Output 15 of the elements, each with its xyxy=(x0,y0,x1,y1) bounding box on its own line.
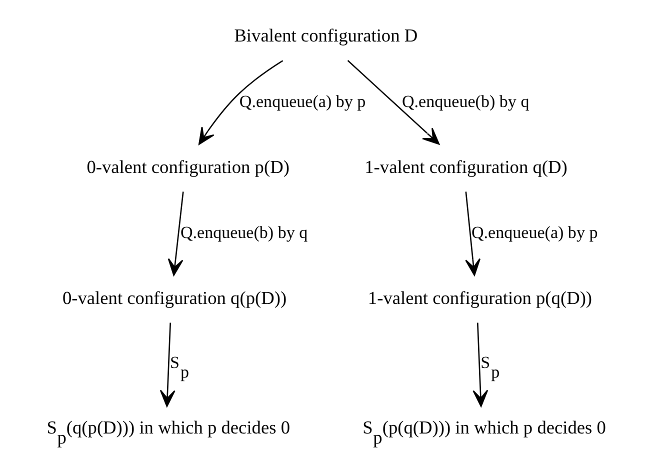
arrow xyxy=(472,322,488,407)
edge-label: Q.enqueue(a) by p xyxy=(239,92,366,111)
edge-label: Q.enqueue(b) by q xyxy=(180,222,308,242)
arrow xyxy=(160,322,176,407)
node-text: Bivalent configuration D xyxy=(234,26,418,46)
node-text: 0-valent configuration p(D) xyxy=(86,156,290,177)
edge-label: Q.enqueue(b) by q xyxy=(402,92,530,111)
arrow xyxy=(465,192,481,276)
edge-label: Q.enqueue(a) by p xyxy=(471,222,598,242)
node-text: 0-valent configuration q(p(D)) xyxy=(62,288,287,308)
arrow xyxy=(347,60,440,145)
node-text: 1-valent configuration q(D) xyxy=(364,156,568,177)
arrow xyxy=(198,60,284,145)
node-text: 1-valent configuration p(q(D)) xyxy=(368,288,592,308)
arrow xyxy=(168,192,184,276)
